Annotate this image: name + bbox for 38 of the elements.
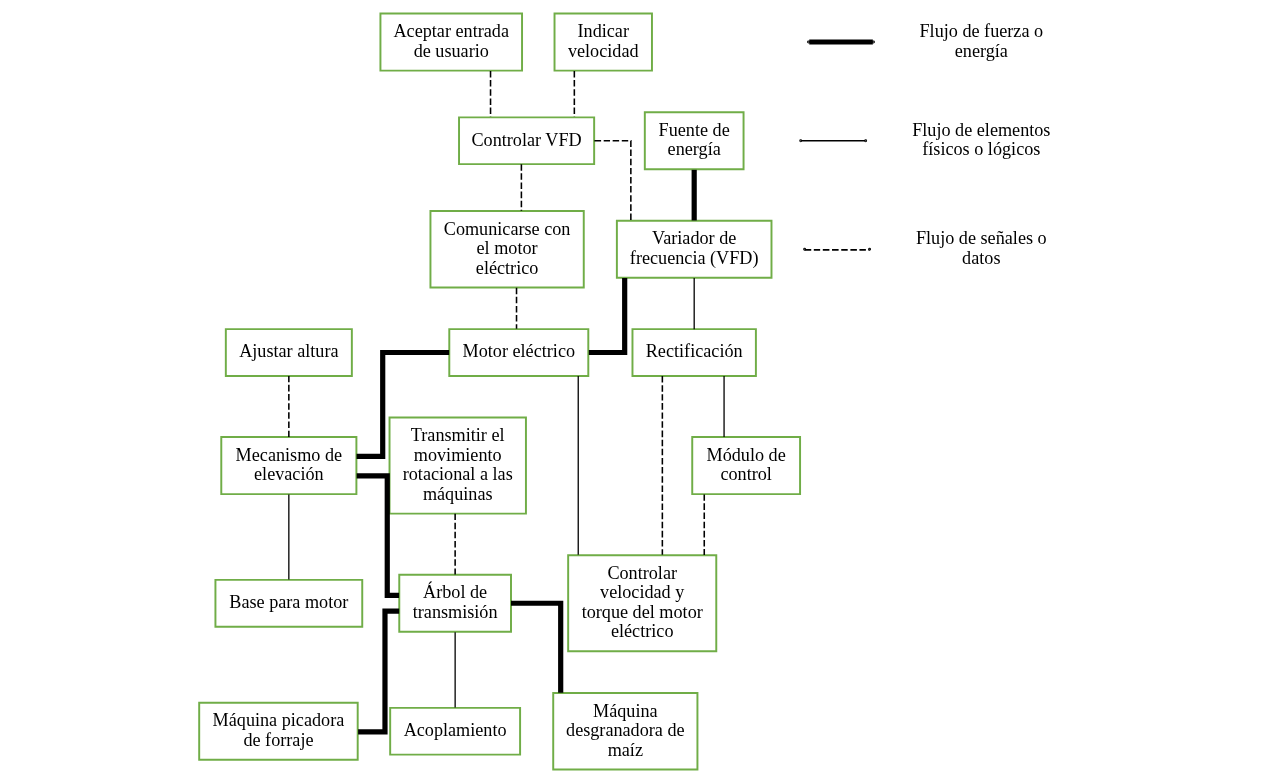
- node-box: Ajustar altura: [224, 328, 353, 377]
- connector: [577, 375, 579, 556]
- connector: [691, 169, 697, 221]
- connector: [722, 375, 725, 438]
- node-box: Motor eléctrico: [447, 328, 589, 377]
- node-box: Indicar velocidad: [553, 12, 653, 72]
- connector: [520, 163, 522, 212]
- connector: [287, 493, 289, 581]
- connector: [588, 278, 627, 356]
- node-box: Acoplamiento: [388, 706, 521, 756]
- connector: [661, 375, 663, 556]
- legend-label: Flujo de fuerza o energía: [918, 21, 1043, 61]
- node-box: Módulo de control: [690, 436, 801, 496]
- node-box: Fuente de energía: [643, 111, 745, 171]
- connector: [453, 512, 456, 576]
- node-box: Transmitir el movimiento rotacional a las máquinas: [388, 416, 527, 515]
- legend-label: Flujo de señales o datos: [915, 228, 1047, 268]
- connector: [515, 286, 517, 330]
- node-box: Variador de frecuencia (VFD): [615, 219, 772, 279]
- connector: [593, 140, 632, 221]
- connector: [356, 473, 399, 599]
- node-box: Aceptar entrada de usuario: [378, 12, 523, 72]
- node-box: Base para motor: [213, 578, 363, 628]
- connector: [287, 375, 290, 438]
- connector: [510, 600, 563, 693]
- node-box: Mecanismo de elevación: [219, 436, 357, 496]
- node-box: Comunicarse con el motor eléctrico: [428, 209, 585, 289]
- connector: [702, 493, 705, 556]
- node-box: Máquina picadora de forraje: [197, 701, 359, 761]
- legend-label: Flujo de elementos físicos o lógicos: [911, 119, 1050, 160]
- connector: [693, 277, 695, 330]
- node-box: Controlar velocidad y torque del motor eléctrico: [566, 554, 717, 653]
- node-box: Controlar VFD: [457, 116, 595, 166]
- connector: [356, 349, 449, 460]
- node-box: Árbol de transmisión: [397, 573, 512, 633]
- node-box: Máquina desgranadora de maíz: [551, 691, 698, 771]
- connector: [454, 631, 456, 709]
- node-box: Rectificación: [631, 328, 757, 377]
